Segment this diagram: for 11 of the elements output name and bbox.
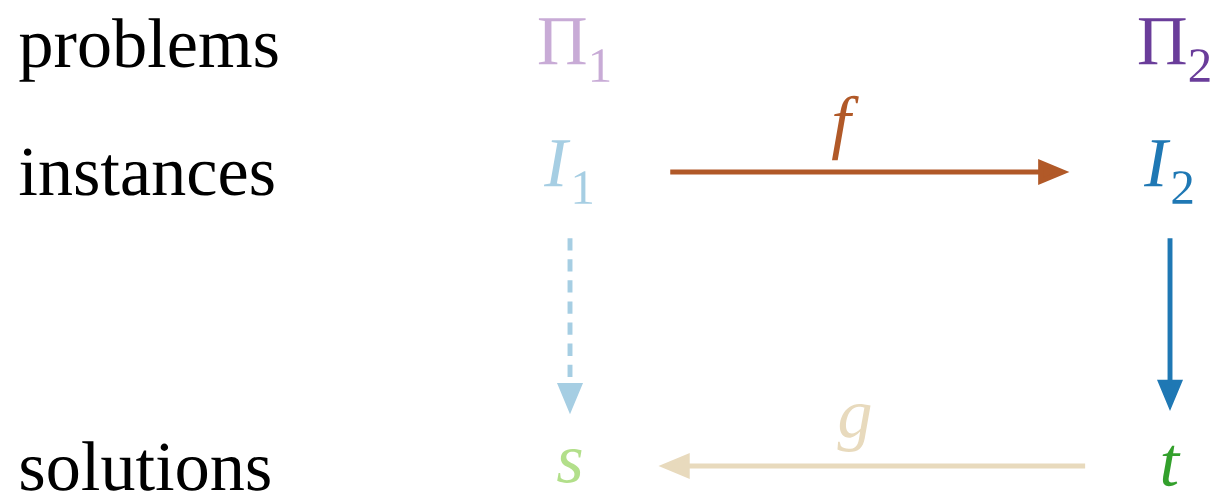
edge-label: f	[832, 95, 859, 161]
math-symbol: Π$_{1}$	[538, 18, 610, 82]
row-label: solutions	[21, 441, 270, 491]
edge-label: g	[837, 404, 871, 453]
math-symbol: I$_{2}$	[1143, 140, 1193, 204]
row-label: instances	[19, 148, 274, 196]
row-label: problems	[19, 18, 278, 82]
math-symbol: s	[557, 449, 582, 483]
math-symbol: Π$_{2}$	[1138, 18, 1210, 82]
math-symbol: t	[1162, 445, 1181, 487]
math-symbol: I$_{1}$	[543, 140, 592, 204]
